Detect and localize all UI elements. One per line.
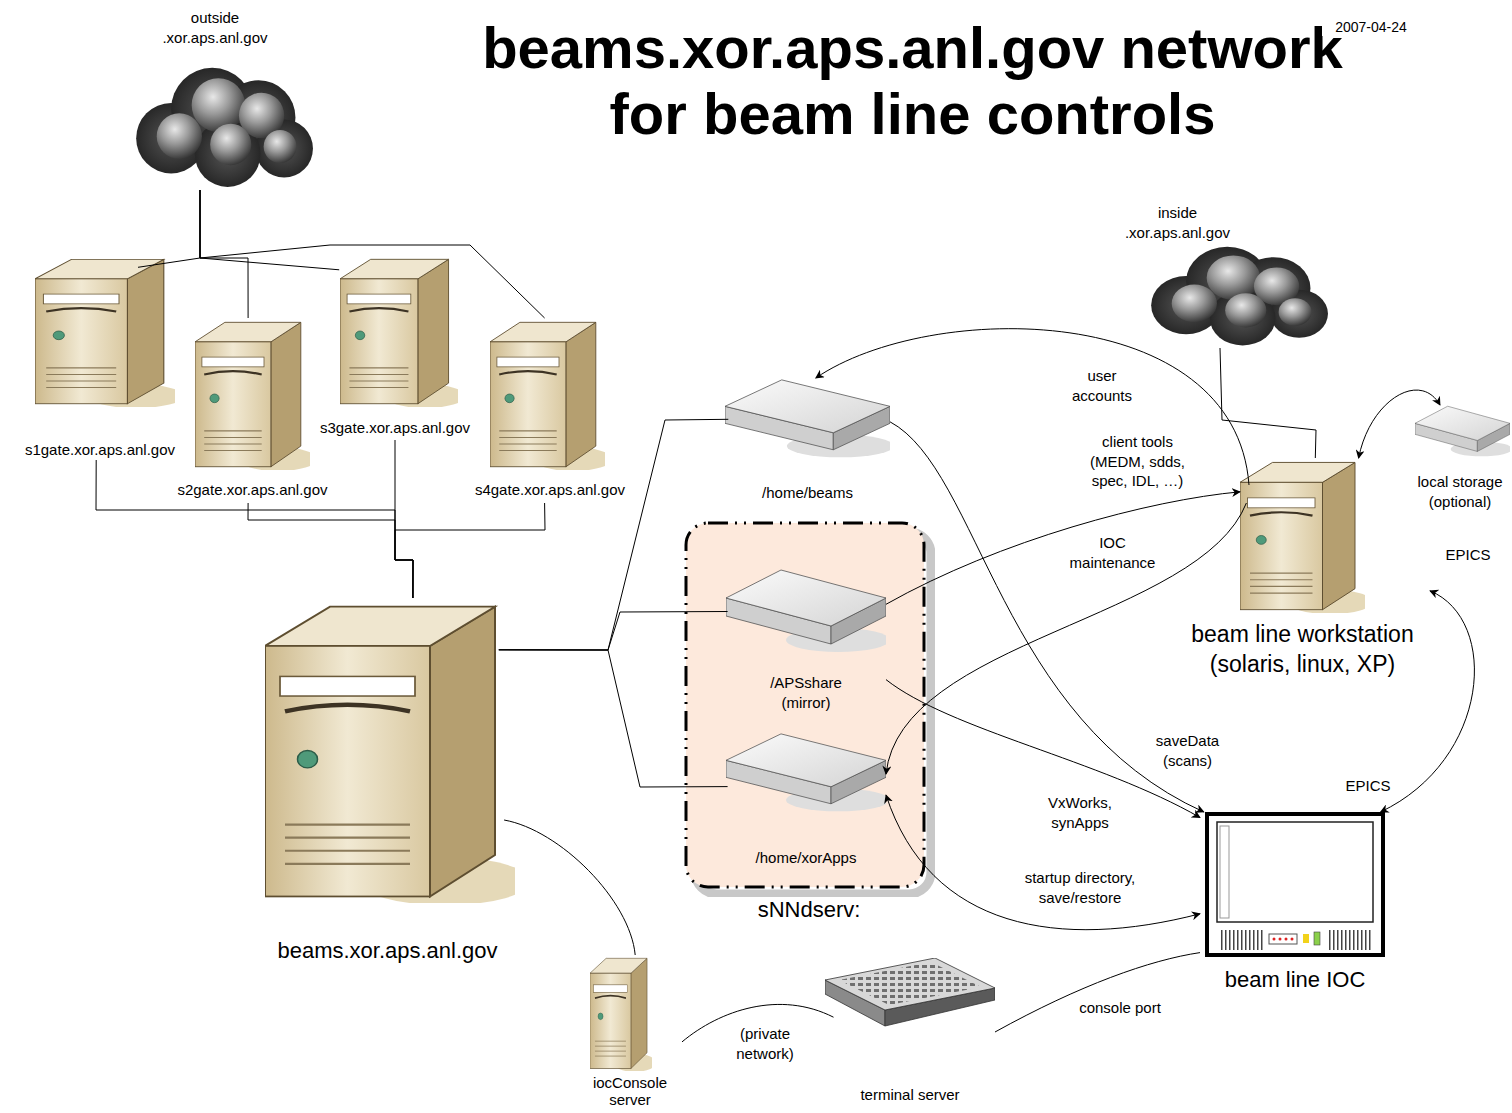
- network-link: [200, 190, 545, 318]
- server-icon-box: [265, 598, 515, 903]
- network-link: [200, 190, 339, 270]
- terminal-server: terminal server: [825, 958, 995, 1106]
- disk-storage: local storage (optional): [1410, 405, 1510, 512]
- ioc-crate: beam line IOC: [1200, 812, 1390, 997]
- server-icon: [590, 955, 652, 1071]
- server-icon-box: [35, 255, 175, 407]
- server: s3gate.xor.aps.anl.gov: [305, 255, 485, 440]
- network-link: [395, 503, 545, 598]
- cloud-icon: [130, 45, 315, 190]
- edge-label: client tools (MEDM, sdds, spec, IDL, …): [1075, 432, 1200, 491]
- node-label: beam line workstation (solaris, linux, X…: [1175, 620, 1430, 680]
- disk-share: /APSshare (mirror): [726, 568, 886, 713]
- edge-label: EPICS: [1438, 545, 1498, 565]
- disk-share: /home/xorApps: [726, 732, 886, 872]
- disk-icon-box: [1415, 405, 1510, 460]
- network-link: [138, 190, 200, 267]
- disk-icon-box: [726, 568, 886, 658]
- disk-icon: [725, 378, 890, 463]
- server-icon: [195, 318, 310, 470]
- node-label: beams.xor.aps.anl.gov: [255, 937, 520, 966]
- server-icon-box: [340, 255, 458, 407]
- server-icon: [1240, 458, 1365, 613]
- disk-icon: [1415, 405, 1510, 460]
- cloud-icon: [1145, 228, 1330, 348]
- cloud: outside .xor.aps.anl.gov: [120, 5, 320, 190]
- node-label: local storage (optional): [1410, 472, 1510, 511]
- network-link: [395, 440, 413, 598]
- network-link: [995, 953, 1200, 1032]
- node-label: s1gate.xor.aps.anl.gov: [5, 440, 195, 460]
- node-label: terminal server: [825, 1085, 995, 1105]
- disk-icon: [726, 732, 886, 817]
- node-label: inside .xor.aps.anl.gov: [1110, 203, 1245, 242]
- server-icon-box: [1240, 458, 1365, 613]
- node-label: /APSshare (mirror): [756, 673, 856, 712]
- ioc-icon-box: [1205, 812, 1385, 957]
- disk-share: /home/beams: [725, 378, 890, 503]
- disk-icon-box: [725, 378, 890, 463]
- disk-icon-box: [726, 732, 886, 817]
- ioc-icon: [1205, 812, 1385, 957]
- diagram-title: beams.xor.aps.anl.gov network for beam l…: [445, 15, 1380, 146]
- server: s1gate.xor.aps.anl.gov: [5, 255, 195, 460]
- edge-label: console port: [1065, 998, 1175, 1018]
- server-icon-box: [590, 955, 652, 1071]
- server-icon-box: [195, 318, 310, 470]
- cloud-icon-box: [130, 45, 315, 190]
- cloud: inside .xor.aps.anl.gov: [1110, 203, 1330, 348]
- workstation: beam line workstation (solaris, linux, X…: [1175, 458, 1430, 683]
- edge-label: user accounts: [1062, 366, 1142, 405]
- server-icon: [490, 318, 605, 470]
- node-label: sNNdserv:: [683, 896, 935, 925]
- node-label: /home/beams: [725, 483, 890, 503]
- server: iocConsole server: [578, 955, 682, 1113]
- term-icon-box: [825, 958, 995, 1033]
- date-note: 2007-04-24: [1322, 18, 1420, 36]
- server-icon-box: [490, 318, 605, 470]
- disk-icon: [726, 568, 886, 658]
- node-label: s2gate.xor.aps.anl.gov: [160, 480, 345, 500]
- server-icon: [340, 255, 458, 407]
- server-icon: [265, 598, 515, 903]
- server: s2gate.xor.aps.anl.gov: [160, 318, 345, 503]
- network-link: [96, 460, 413, 598]
- server-icon: [35, 255, 175, 407]
- edge-label: startup directory, save/restore: [1010, 868, 1150, 907]
- network-link: [248, 503, 413, 598]
- server-group: sNNdserv:/APSshare (mirror)/home/xorApps: [683, 520, 935, 920]
- node-label: outside .xor.aps.anl.gov: [150, 8, 280, 47]
- data-flow-arrow: [886, 492, 1240, 605]
- node-label: /home/xorApps: [726, 848, 886, 868]
- edge-label: IOC maintenance: [1055, 533, 1170, 572]
- network-link: [504, 820, 635, 955]
- node-label: beam line IOC: [1200, 966, 1390, 995]
- edge-label: VxWorks, synApps: [1035, 793, 1125, 832]
- edge-label: (private network): [725, 1024, 805, 1063]
- network-link: [1220, 348, 1316, 458]
- server: beams.xor.aps.anl.gov: [255, 598, 520, 968]
- edge-label: saveData (scans): [1145, 731, 1230, 770]
- cloud-icon-box: [1145, 228, 1330, 348]
- node-label: s4gate.xor.aps.anl.gov: [460, 480, 640, 500]
- node-label: iocConsole server: [578, 1074, 682, 1109]
- node-label: s3gate.xor.aps.anl.gov: [305, 418, 485, 438]
- protocol-label: EPICS: [1338, 776, 1398, 796]
- term-icon: [825, 958, 995, 1033]
- server: s4gate.xor.aps.anl.gov: [460, 318, 640, 503]
